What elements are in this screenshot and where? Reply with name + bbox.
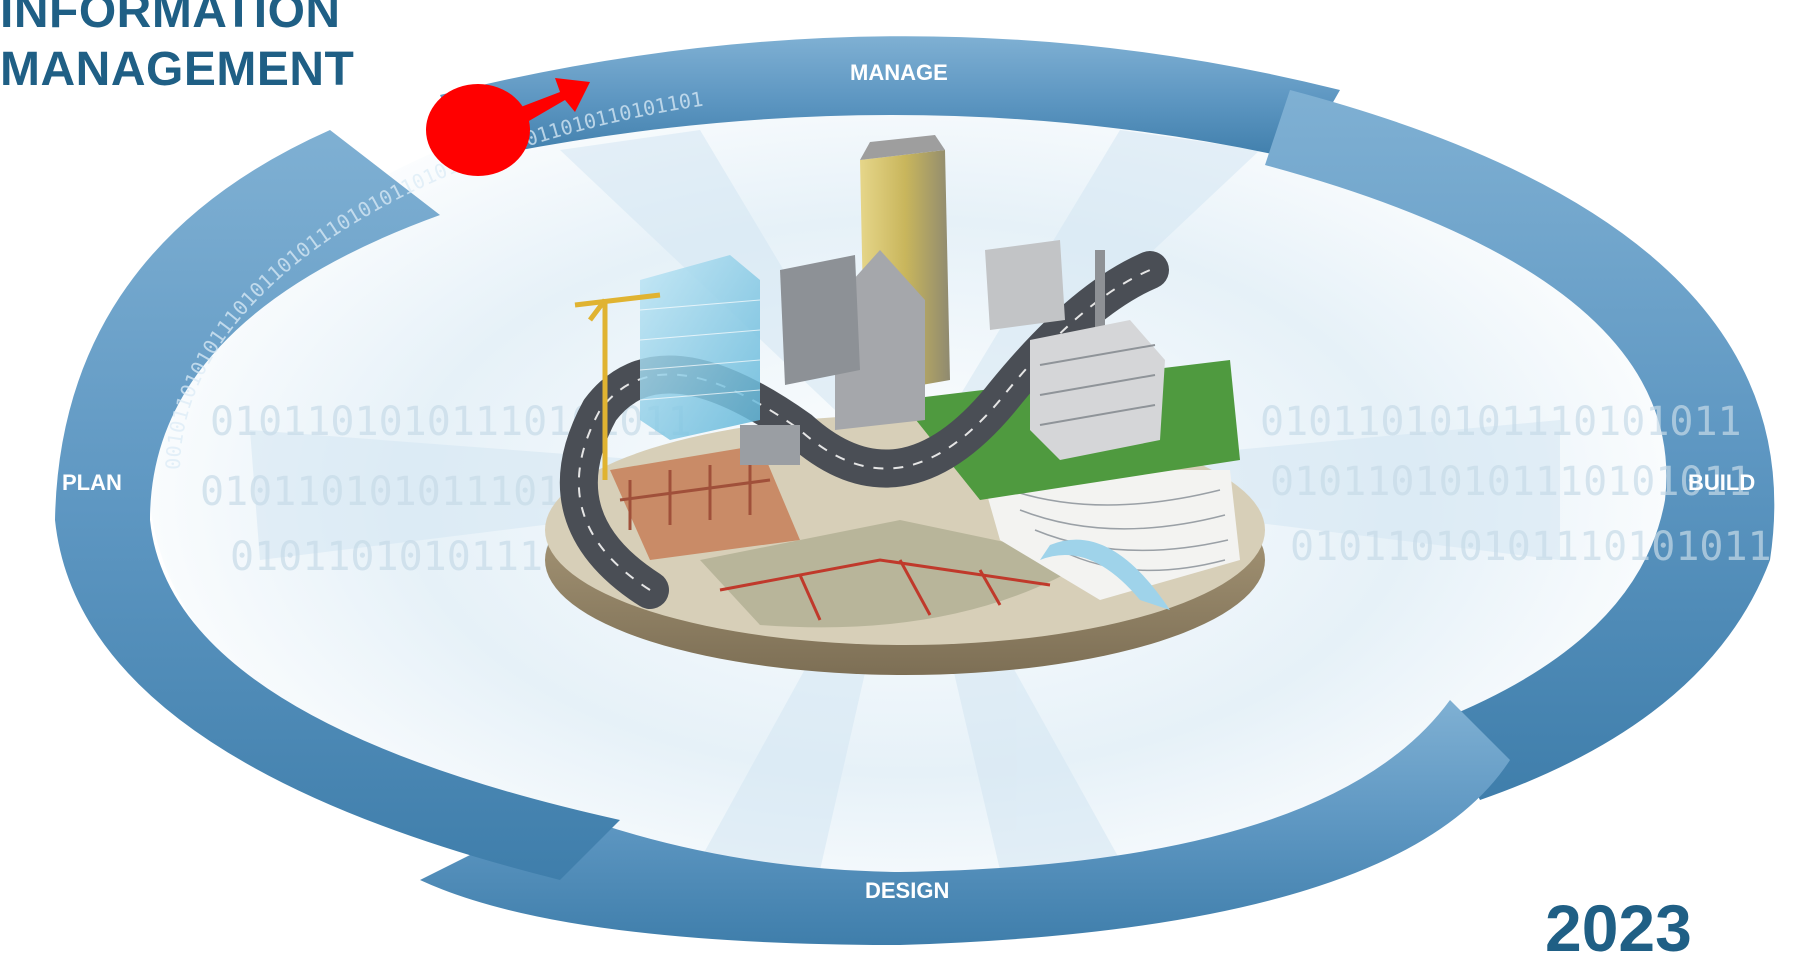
position-marker bbox=[426, 78, 590, 176]
title-line-2: MANAGEMENT bbox=[0, 43, 355, 96]
binary-stream-right-1: 01011010101110101011 bbox=[1260, 399, 1742, 445]
small-building bbox=[740, 425, 800, 465]
stage-label-design: DESIGN bbox=[865, 878, 949, 903]
city-buildings bbox=[639, 135, 1165, 465]
smokestack bbox=[1095, 250, 1105, 330]
contour-map-area bbox=[980, 470, 1240, 600]
lifecycle-ring bbox=[55, 36, 1775, 945]
highway-lane-markings bbox=[577, 269, 1151, 591]
pipe-network bbox=[719, 558, 1051, 621]
stage-label-build: BUILD bbox=[1688, 470, 1755, 495]
year-label: 2023 bbox=[1545, 891, 1692, 955]
construction-crane bbox=[574, 292, 661, 480]
binary-stream-right-2: 01011010101110101011 bbox=[1270, 459, 1752, 505]
stage-label-manage: MANAGE bbox=[850, 60, 948, 85]
industrial-building bbox=[985, 240, 1065, 330]
stage-label-plan: PLAN bbox=[62, 470, 122, 495]
marker-arrow bbox=[500, 78, 590, 132]
office-block bbox=[780, 255, 860, 385]
title-line-1: INFORMATION bbox=[0, 0, 341, 38]
glass-building bbox=[640, 255, 760, 440]
binary-stream-right-3: 01011010101110101011 bbox=[1290, 524, 1772, 570]
river bbox=[1040, 539, 1170, 610]
office-building-right bbox=[1030, 320, 1165, 460]
spire-building bbox=[835, 250, 925, 430]
ring-segment-manage bbox=[440, 36, 1340, 160]
marker-dot bbox=[426, 84, 530, 176]
utility-plan-area bbox=[700, 520, 1090, 628]
ring-segment-plan bbox=[55, 130, 620, 880]
ring-segment-design bbox=[420, 700, 1510, 945]
construction-area bbox=[610, 445, 800, 560]
ring-segment-build bbox=[1265, 90, 1775, 800]
contour-lines bbox=[1009, 489, 1229, 572]
construction-frame bbox=[619, 458, 771, 530]
